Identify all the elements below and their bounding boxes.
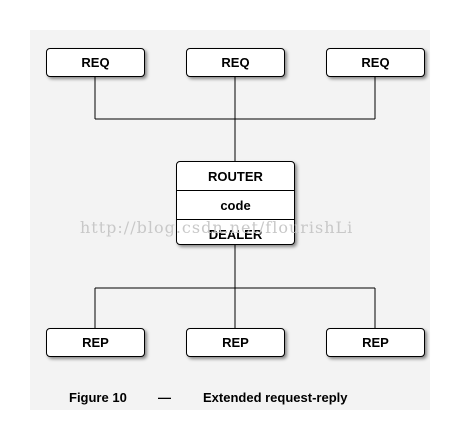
rep-node-label: REP [362, 335, 389, 350]
figure-title: Extended request-reply [203, 390, 348, 405]
router-row-router: ROUTER [208, 168, 263, 184]
req-node-3: REQ [326, 48, 425, 77]
req-node-label: REQ [221, 55, 250, 70]
rep-node-label: REP [222, 335, 249, 350]
router-node: ROUTER code DEALER [176, 161, 295, 245]
req-node-label: REQ [81, 55, 110, 70]
req-node-1: REQ [46, 48, 145, 77]
req-node-2: REQ [186, 48, 285, 77]
rep-node-2: REP [186, 328, 285, 357]
rep-node-3: REP [326, 328, 425, 357]
figure-label: Figure 10 [69, 390, 127, 405]
rep-node-label: REP [82, 335, 109, 350]
req-node-label: REQ [361, 55, 390, 70]
router-row-code: code [177, 190, 294, 219]
router-row-dealer: DEALER [177, 219, 294, 244]
rep-node-1: REP [46, 328, 145, 357]
caption-dash: — [158, 390, 171, 405]
